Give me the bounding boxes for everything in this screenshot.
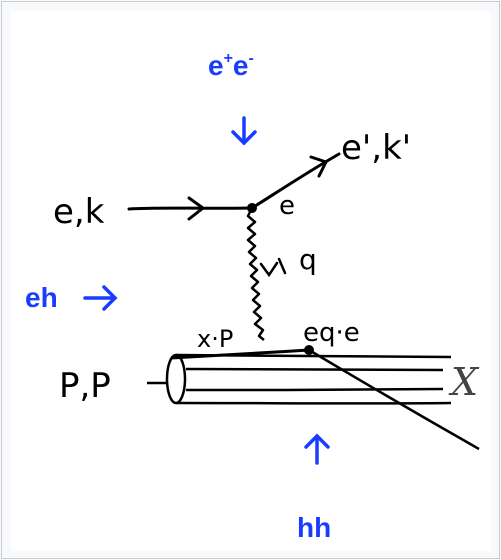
label-proton: P,P	[59, 366, 111, 406]
label-lower-vertex: eq·e	[303, 318, 360, 348]
label-hh: hh	[297, 512, 331, 543]
struck-quark-line	[308, 348, 480, 451]
outgoing-electron-line	[250, 152, 341, 210]
proton-tube	[165, 353, 452, 405]
arrow-right-icon	[83, 285, 118, 311]
label-incoming-electron: e,k	[53, 192, 105, 232]
label-ee-e2: e	[233, 50, 249, 81]
label-upper-vertex: e	[279, 191, 295, 221]
label-ee: e+e-	[208, 50, 254, 81]
arrow-down-icon	[231, 116, 257, 146]
label-ee-e1: e	[208, 50, 224, 81]
label-ee-minus: -	[249, 50, 254, 67]
incoming-electron-line	[127, 196, 253, 221]
label-outgoing-electron: e',k'	[341, 128, 411, 168]
label-momentum-fraction: x·P	[197, 325, 233, 353]
label-ee-plus: +	[224, 50, 233, 67]
virtual-photon-line	[246, 207, 265, 341]
label-eh: eh	[25, 282, 58, 313]
arrow-up-icon	[304, 433, 330, 465]
label-final-state: X	[448, 360, 480, 404]
label-photon: q	[299, 243, 317, 276]
feynman-diagram-image: e+e- eh hh e,k	[11, 11, 491, 551]
photon-momentum-arrow	[259, 257, 287, 278]
diagram-canvas: e+e- eh hh e,k	[25, 50, 480, 543]
